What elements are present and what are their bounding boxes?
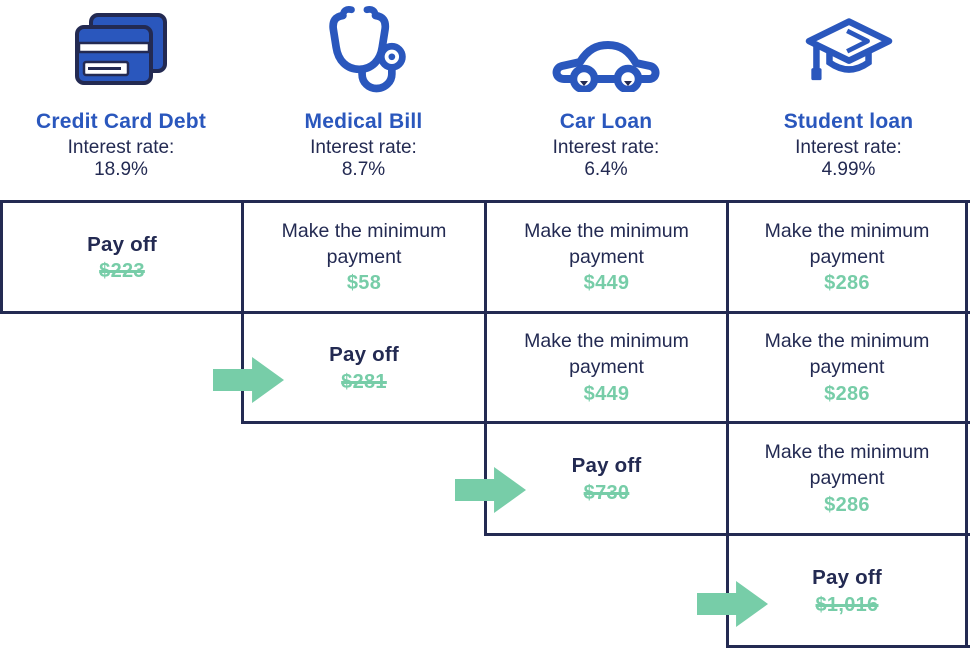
cell-action: Pay off [812,566,882,590]
cell-payoff-car-loan: Pay off $730 [487,424,726,533]
grid-line [965,200,968,648]
cell-payoff-student-loan: Pay off $1,016 [729,536,965,645]
credit-card-icon [0,0,242,100]
cell-action: Make the minimum payment [524,330,689,378]
cell-amount: $730 [583,481,630,504]
interest-rate-label: Interest rate: [552,137,660,158]
graduation-cap-icon [727,0,970,100]
cell-action: Make the minimum payment [281,219,447,268]
interest-rate-value: 6.4% [584,159,628,180]
column-header-credit-card: Credit Card Debt Interest rate: 18.9% [0,0,242,200]
cell-minimum-medical-bill: Make the minimum payment $58 [244,203,484,311]
interest-rate-label: Interest rate: [67,137,175,158]
cell-amount: $449 [583,272,630,295]
cell-amount: $286 [824,382,870,405]
cell-minimum-student-loan: Make the minimum payment $286 [729,314,965,421]
grid-line [242,421,970,424]
column-header-car-loan: Car Loan Interest rate: 6.4% [485,0,727,200]
column-title: Credit Card Debt [35,110,207,133]
grid-line [241,200,244,424]
cell-payoff-medical-bill: Pay off $281 [244,314,484,421]
cell-action: Make the minimum payment [764,330,930,378]
interest-rate-value: 8.7% [341,159,386,180]
column-header-medical-bill: Medical Bill Interest rate: 8.7% [242,0,485,200]
cell-action: Pay off [329,343,399,367]
interest-rate-label: Interest rate: [795,137,902,158]
cell-minimum-student-loan: Make the minimum payment $286 [729,203,965,311]
cell-amount: $286 [824,493,870,516]
cell-amount: $281 [341,370,387,393]
cell-payoff-credit-card: Pay off $223 [3,203,241,311]
stethoscope-icon [242,0,485,100]
cell-amount: $449 [583,382,630,405]
cell-action: Make the minimum payment [764,219,930,268]
interest-rate-label: Interest rate: [310,137,417,158]
grid-line [727,645,970,648]
column-header-student-loan: Student loan Interest rate: 4.99% [727,0,970,200]
grid-line [726,200,729,648]
cell-amount: $286 [824,272,870,295]
grid-line [484,200,487,536]
interest-rate-value: 18.9% [94,159,148,180]
car-icon [485,0,727,100]
cell-action: Pay off [87,232,157,256]
interest-rate-value: 4.99% [821,159,876,180]
cell-action: Make the minimum payment [764,441,930,489]
grid-line [0,200,3,314]
column-title: Medical Bill [304,110,423,133]
cell-amount: $58 [346,272,382,295]
cell-action: Make the minimum payment [524,219,689,268]
cell-action: Pay off [571,454,642,478]
column-title: Student loan [783,110,914,133]
column-title: Car Loan [559,110,653,133]
cell-minimum-car-loan: Make the minimum payment $449 [487,314,726,421]
cell-amount: $1,016 [815,593,879,616]
cell-minimum-student-loan: Make the minimum payment $286 [729,424,965,533]
cell-amount: $223 [99,260,145,283]
cell-minimum-car-loan: Make the minimum payment $449 [487,203,726,311]
